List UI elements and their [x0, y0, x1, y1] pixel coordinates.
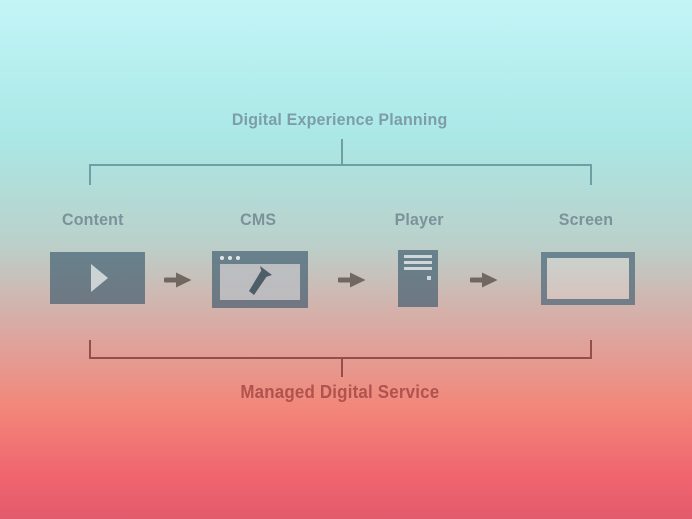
play-triangle-icon	[91, 264, 108, 292]
browser-viewport	[220, 264, 300, 300]
video-play-icon	[50, 252, 145, 304]
window-dot-icon	[236, 256, 240, 260]
stage-label-player: Player	[394, 210, 444, 229]
bottom-bracket-title-text: Managed Digital Service	[240, 382, 440, 402]
arrow-right-icon	[164, 272, 192, 288]
top-bracket-title-text: Digital Experience Planning	[232, 110, 448, 129]
stage-label-cms: CMS	[239, 210, 277, 229]
top-bracket-center-tick	[341, 139, 343, 165]
bottom-bracket	[89, 340, 592, 359]
bottom-bracket-title: Managed Digital Service	[90, 382, 590, 403]
window-dot-icon	[220, 256, 224, 260]
window-dot-icon	[228, 256, 232, 260]
browser-cursor-icon	[212, 251, 308, 308]
display-screen-icon	[541, 252, 635, 305]
cursor-icon	[249, 266, 272, 295]
arrow-right-icon	[338, 272, 366, 288]
bottom-bracket-center-tick	[341, 358, 343, 377]
arrow-right-icon	[470, 272, 498, 288]
vent-line	[404, 255, 432, 258]
stage-label-screen: Screen	[558, 210, 614, 229]
vent-line	[404, 261, 432, 264]
vent-line	[404, 267, 432, 270]
power-led-icon	[427, 276, 431, 280]
top-bracket	[89, 164, 592, 185]
media-player-tower-icon	[398, 250, 438, 307]
stage-label-content: Content	[62, 210, 124, 229]
top-bracket-title: Digital Experience Planning	[90, 110, 590, 130]
